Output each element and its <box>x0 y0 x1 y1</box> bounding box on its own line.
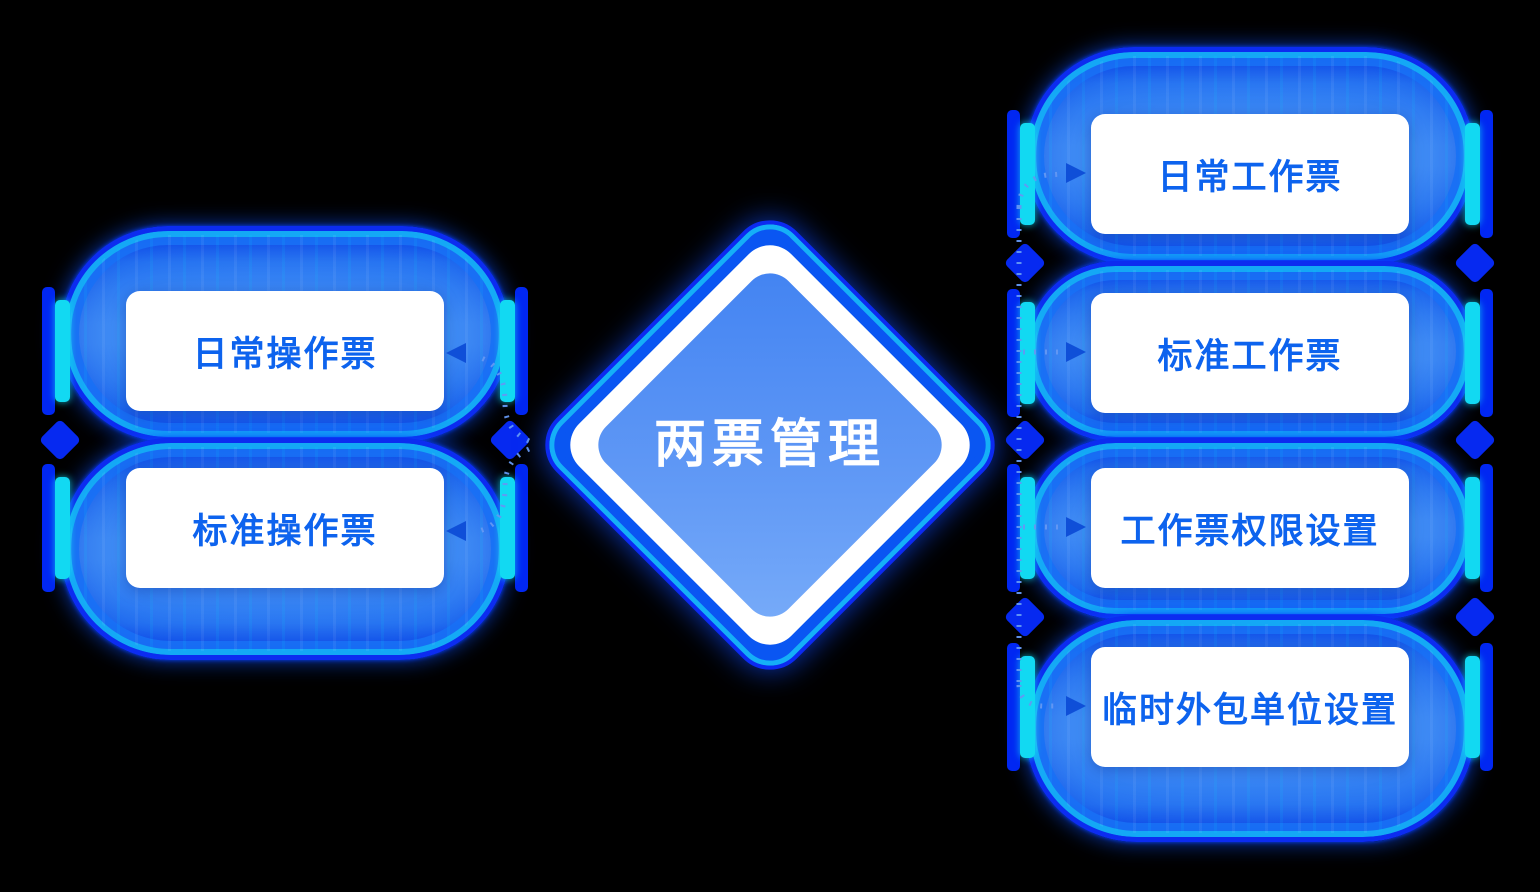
pinch-decoration <box>1453 241 1497 285</box>
pinch-decoration <box>1003 241 1047 285</box>
pinch-decoration <box>38 418 82 462</box>
edge-tab-cyan <box>1020 123 1035 225</box>
node-standard-work-ticket: 标准工作票 <box>1091 293 1409 413</box>
edge-tab-blue <box>515 287 528 415</box>
edge-tab-cyan <box>55 477 70 579</box>
edge-tab-cyan <box>1020 656 1035 758</box>
edge-tab-blue <box>1007 110 1020 238</box>
node-label: 工作票权限设置 <box>1120 511 1380 551</box>
pinch-decoration <box>488 418 532 462</box>
edge-tab-cyan <box>1465 302 1480 404</box>
edge-tab-cyan <box>1465 123 1480 225</box>
edge-tab-cyan <box>55 300 70 402</box>
diamond-title: 两票管理 <box>653 416 886 474</box>
edge-tab-blue <box>1007 289 1020 417</box>
node-daily-work-ticket: 日常工作票 <box>1091 114 1409 234</box>
edge-tab-cyan <box>500 477 515 579</box>
pinch-decoration <box>1003 595 1047 639</box>
edge-tab-blue <box>42 464 55 592</box>
node-standard-operation-ticket: 标准操作票 <box>126 468 444 588</box>
edge-tab-blue <box>515 464 528 592</box>
work-ticket-group: 日常工作票 标准工作票 工作票权限设置 <box>1003 47 1497 842</box>
node-label: 标准操作票 <box>192 511 378 551</box>
node-row-daily-operation: 日常操作票 <box>42 287 528 415</box>
edge-tab-blue <box>1480 464 1493 592</box>
node-daily-operation-ticket: 日常操作票 <box>126 291 444 411</box>
node-row-standard-operation: 标准操作票 <box>42 464 528 592</box>
edge-tab-cyan <box>1020 477 1035 579</box>
node-label: 日常工作票 <box>1157 157 1343 197</box>
node-label: 临时外包单位设置 <box>1101 690 1398 730</box>
node-row-work-permission: 工作票权限设置 <box>1007 464 1493 592</box>
operation-ticket-group: 日常操作票 标准操作票 <box>38 226 532 660</box>
node-row-outsourcing-unit: 临时外包单位设置 <box>1007 643 1493 771</box>
pinch-decoration <box>1453 595 1497 639</box>
node-row-standard-work: 标准工作票 <box>1007 289 1493 417</box>
node-row-daily-work: 日常工作票 <box>1007 110 1493 238</box>
edge-tab-cyan <box>1020 302 1035 404</box>
edge-tab-blue <box>1480 110 1493 238</box>
edge-tab-cyan <box>500 300 515 402</box>
edge-tab-blue <box>1007 464 1020 592</box>
pinch-decoration <box>1003 418 1047 462</box>
edge-tab-blue <box>1480 643 1493 771</box>
edge-tab-blue <box>1480 289 1493 417</box>
node-label: 标准工作票 <box>1157 336 1343 376</box>
edge-tab-blue <box>42 287 55 415</box>
node-work-ticket-permission-settings: 工作票权限设置 <box>1091 468 1409 588</box>
edge-tab-cyan <box>1465 477 1480 579</box>
edge-tab-blue <box>1007 643 1020 771</box>
edge-tab-cyan <box>1465 656 1480 758</box>
node-temp-outsourcing-unit-settings: 临时外包单位设置 <box>1091 647 1409 767</box>
pinch-decoration <box>1453 418 1497 462</box>
node-label: 日常操作票 <box>192 334 378 374</box>
